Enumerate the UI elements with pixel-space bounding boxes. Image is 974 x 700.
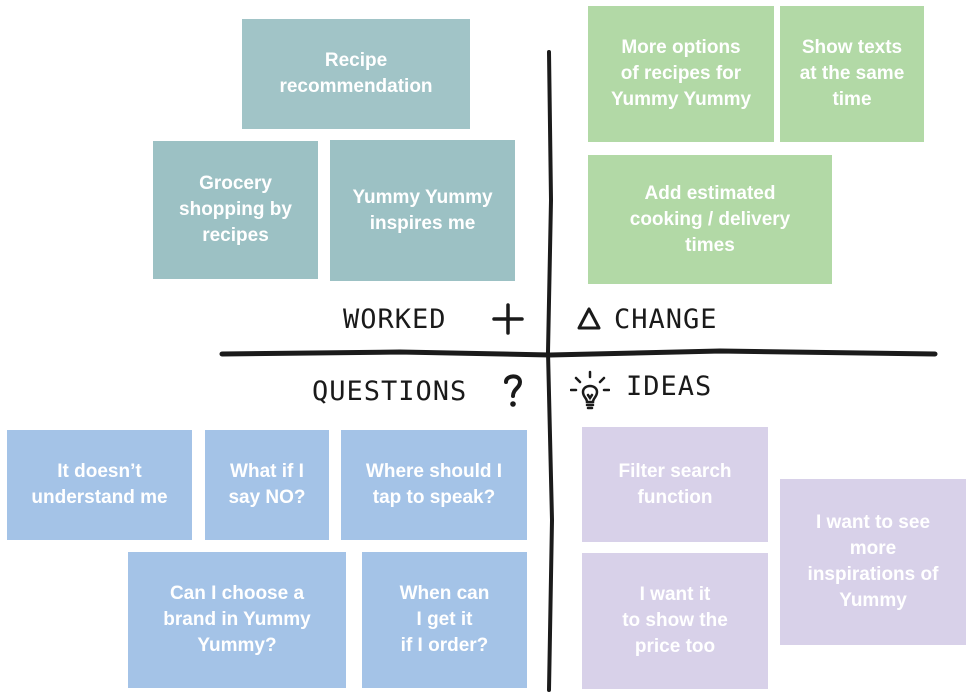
worked-label: WORKED: [343, 304, 447, 335]
worked-note-grocery-shopping: Grocery shopping by recipes: [153, 141, 318, 279]
ideas-label: IDEAS: [626, 371, 713, 402]
change-label: CHANGE: [614, 304, 718, 335]
plus-icon: [492, 303, 524, 335]
worked-note-recipe-recommendation: Recipe recommendation: [242, 19, 470, 129]
horizontal-axis-line: [219, 348, 938, 358]
question-note-say-no: What if I say NO?: [205, 430, 329, 540]
worked-note-inspires-me: Yummy Yummy inspires me: [330, 140, 515, 281]
change-note-more-options: More options of recipes for Yummy Yummy: [588, 6, 774, 142]
idea-note-filter-search: Filter search function: [582, 427, 768, 542]
question-mark-icon: [504, 374, 523, 407]
idea-note-show-price: I want it to show the price too: [582, 553, 768, 689]
question-note-choose-brand: Can I choose a brand in Yummy Yummy?: [128, 552, 346, 688]
question-note-understand-me: It doesn’t understand me: [7, 430, 192, 540]
change-note-estimated-times: Add estimated cooking / delivery times: [588, 155, 832, 284]
idea-note-more-inspirations: I want to see more inspirations of Yummy: [780, 479, 966, 645]
question-note-when-get-it: When can I get it if I order?: [362, 552, 527, 688]
delta-icon: [577, 307, 601, 330]
question-note-tap-to-speak: Where should I tap to speak?: [341, 430, 527, 540]
change-note-show-texts: Show texts at the same time: [780, 6, 924, 142]
lightbulb-icon: [570, 370, 610, 410]
vertical-axis-line: [545, 50, 555, 692]
questions-label: QUESTIONS: [312, 376, 468, 407]
